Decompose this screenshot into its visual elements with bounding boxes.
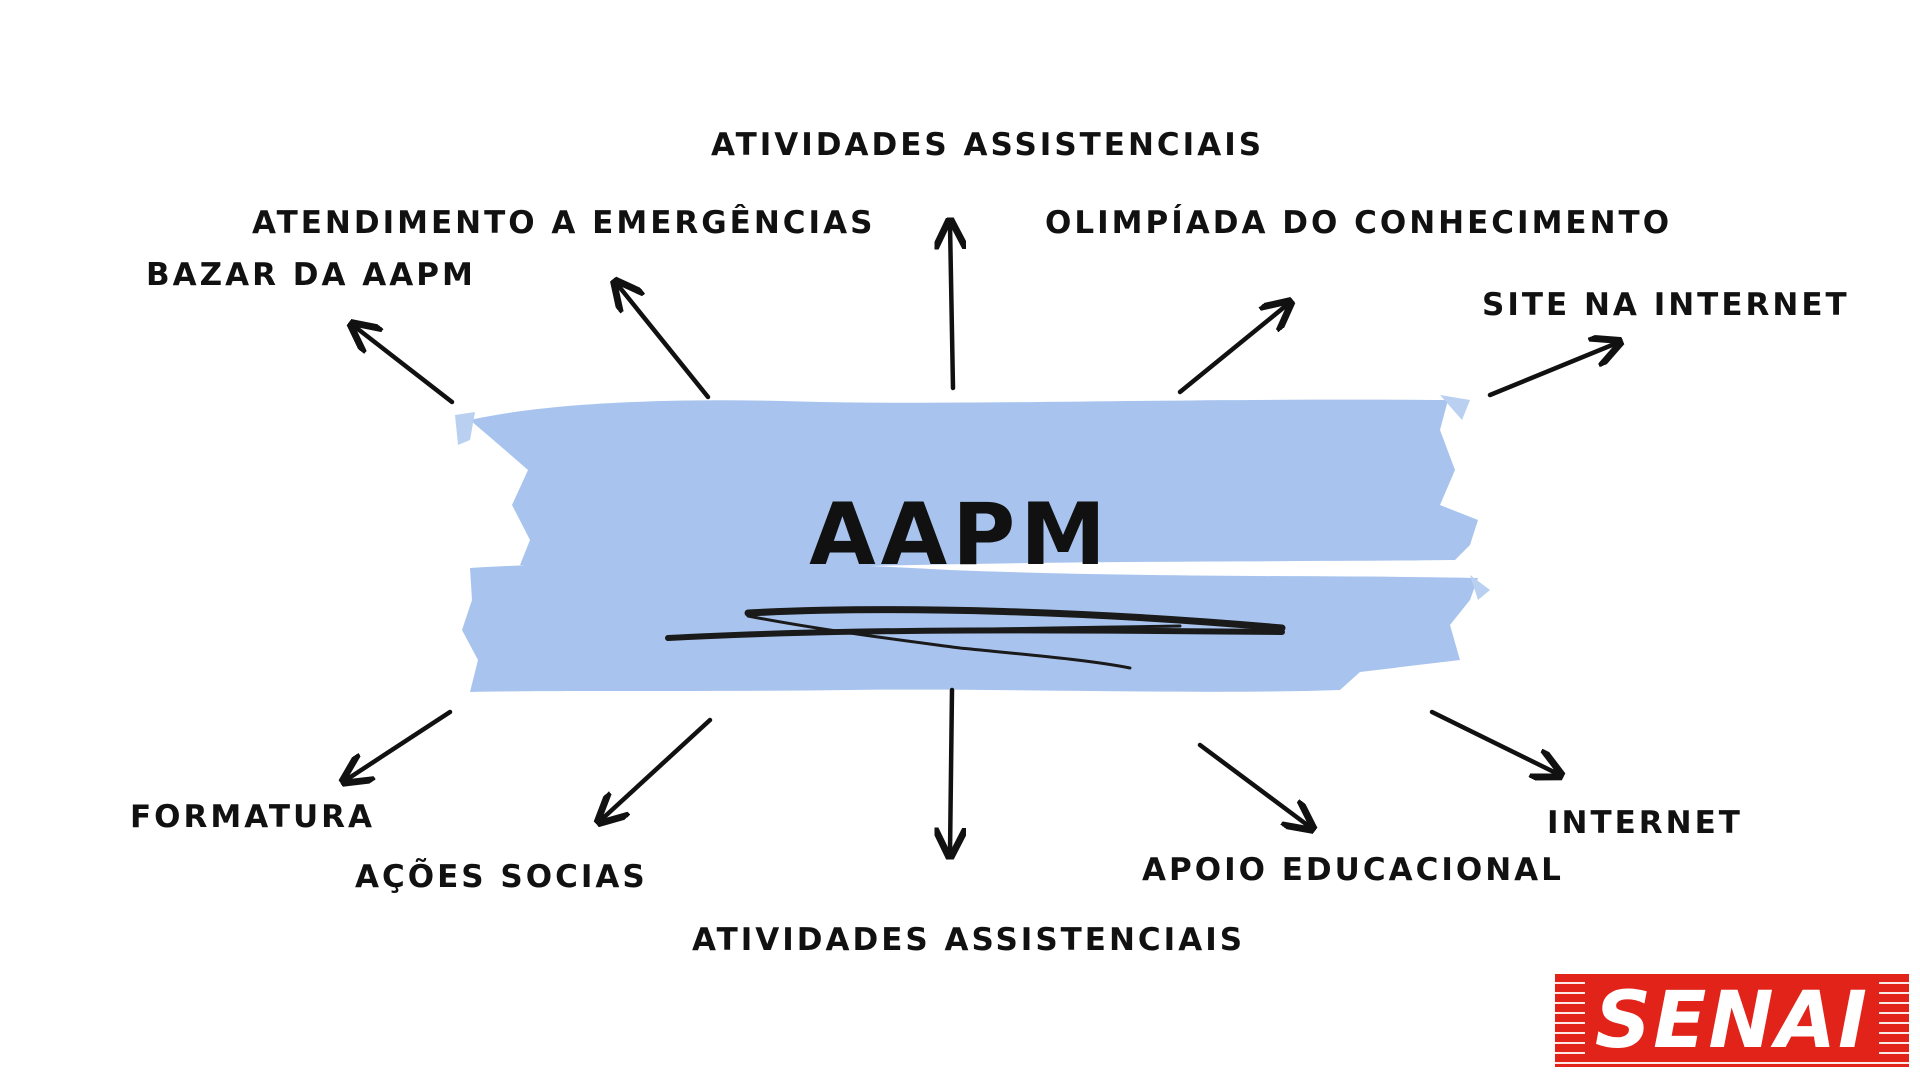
arrow-far-down-right	[1429, 709, 1558, 774]
label-top-left: ATENDIMENTO A EMERGÊNCIAS	[252, 205, 876, 241]
arrow-up-left	[617, 284, 711, 400]
arrow-down-right	[1197, 742, 1310, 827]
arrow-down	[950, 687, 952, 853]
title-underline-scribble	[665, 606, 1286, 670]
arrow-far-up-left	[354, 326, 455, 405]
arrow-up-right	[1177, 304, 1288, 395]
label-bottom-right: APOIO EDUCACIONAL	[1142, 852, 1564, 888]
label-bottom-left: AÇÕES SOCIAS	[355, 859, 648, 895]
label-far-bottom-left: FORMATURA	[130, 799, 376, 835]
arrow-down-left	[601, 717, 713, 820]
brush-stroke	[455, 395, 1490, 692]
label-top: ATIVIDADES ASSISTENCIAIS	[711, 127, 1265, 163]
logo-text: SENAI	[1584, 981, 1880, 1060]
label-bottom: ATIVIDADES ASSISTENCIAIS	[692, 922, 1246, 958]
connector-arrows	[346, 224, 1617, 853]
senai-logo: SENAI	[1555, 974, 1909, 1067]
label-far-top-left: BAZAR DA AAPM	[146, 257, 476, 293]
label-far-bottom-right: INTERNET	[1547, 805, 1743, 841]
arrow-far-up-right	[1487, 343, 1617, 398]
label-top-right: OLIMPÍADA DO CONHECIMENTO	[1045, 205, 1673, 241]
arrow-up	[950, 224, 953, 391]
arrow-far-down-left	[346, 709, 453, 780]
central-topic: AAPM	[809, 485, 1111, 585]
label-far-top-right: SITE NA INTERNET	[1482, 287, 1850, 323]
